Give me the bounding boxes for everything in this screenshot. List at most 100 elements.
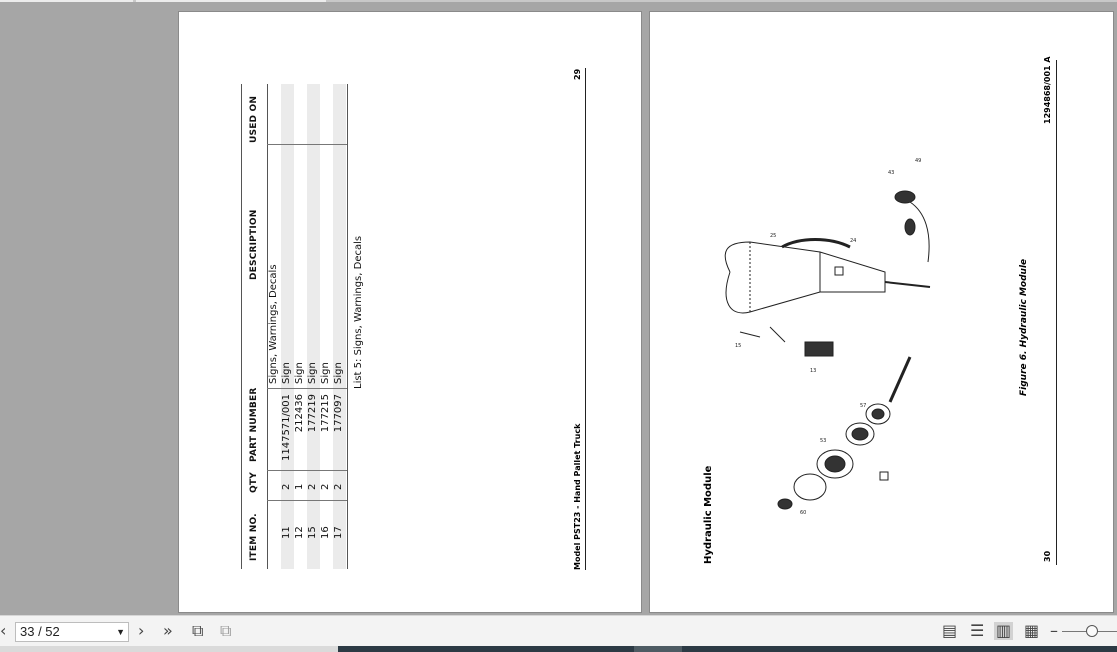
table-cell: 177219 xyxy=(307,394,318,433)
handle-tube xyxy=(724,241,821,273)
page-indicator: 33 / 52 xyxy=(20,624,60,639)
table-cell: 11 xyxy=(281,526,292,539)
table-cell: Sign xyxy=(320,362,331,384)
table-cell: 2 xyxy=(320,483,331,490)
cylinder-base xyxy=(793,473,827,501)
table-cell: 177097 xyxy=(333,394,344,433)
bearing xyxy=(851,427,869,441)
chevron-left-icon[interactable]: ‹ xyxy=(0,621,7,640)
table-bottom-rule xyxy=(347,84,348,569)
chevron-right-icon[interactable]: › xyxy=(138,621,145,640)
table-cell: Sign xyxy=(281,362,292,384)
callout: 49 xyxy=(915,158,921,164)
table-cell: 1 xyxy=(294,483,305,490)
callout: 25 xyxy=(770,233,776,239)
table-cell: Sign xyxy=(333,362,344,384)
footer-rule xyxy=(1056,60,1057,565)
table-cell xyxy=(268,484,281,490)
table-cell xyxy=(268,394,281,466)
cap xyxy=(777,498,793,510)
footer-title: Model PST23 - Hand Pallet Truck xyxy=(573,423,582,570)
piston-rod xyxy=(888,356,912,403)
figure-caption: Figure 6. Hydraulic Module xyxy=(1019,258,1029,396)
table-cell: 2 xyxy=(307,483,318,490)
push-rod xyxy=(884,281,931,288)
copy-page-disabled-icon[interactable]: ⧉ xyxy=(220,621,232,640)
viewer-toolbar: ‹ 33 / 52 ▼ › » ⧉ ⧉ ▤ ☰ ▥ ▦ – xyxy=(0,615,1117,647)
header-item-no: ITEM NO. xyxy=(249,513,259,561)
copy-page-icon[interactable]: ⧉ xyxy=(192,621,204,640)
column-divider xyxy=(267,500,347,501)
bearing xyxy=(845,422,875,446)
taskbar-segment xyxy=(634,646,682,652)
table-cell: 2 xyxy=(333,483,344,490)
table-cell: 2 xyxy=(281,483,292,490)
continuous-view-icon[interactable]: ☰ xyxy=(970,621,985,640)
table-cell xyxy=(268,526,281,539)
facing-continuous-view-icon[interactable]: ▦ xyxy=(1024,621,1040,640)
column-description: Signs, Warnings, Decals Sign Sign Sign S… xyxy=(268,264,347,384)
facing-view-icon[interactable]: ▥ xyxy=(994,621,1014,640)
pin xyxy=(739,331,761,338)
spring-pin xyxy=(769,326,786,343)
header-used-on: USED ON xyxy=(249,95,259,143)
pump-valve xyxy=(904,218,916,236)
footer-rule xyxy=(585,68,586,570)
page-number: 30 xyxy=(1043,550,1052,562)
top-tab-1 xyxy=(0,0,133,2)
table-cell: 15 xyxy=(307,526,318,539)
table-caption: List 5: Signs, Warnings, Decals xyxy=(353,235,364,389)
pump-body xyxy=(819,251,886,293)
release-chain xyxy=(909,201,930,263)
window-top-strip xyxy=(0,0,1117,2)
double-chevron-right-icon[interactable]: » xyxy=(163,621,173,640)
page-number: 29 xyxy=(573,68,582,80)
callout: 13 xyxy=(810,368,816,374)
column-divider xyxy=(267,470,347,471)
table-cell: Sign xyxy=(307,362,318,384)
decal-block xyxy=(804,341,834,357)
table-cell: 16 xyxy=(320,526,331,539)
table-cell: Signs, Warnings, Decals xyxy=(268,264,279,384)
callout: 57 xyxy=(860,403,866,409)
page-number-select[interactable]: 33 / 52 ▼ xyxy=(15,622,129,642)
column-divider xyxy=(267,144,347,145)
column-qty: 2 1 2 2 2 xyxy=(268,484,347,490)
seal-ring xyxy=(865,403,891,425)
label-box xyxy=(834,266,844,276)
top-tab-2 xyxy=(136,0,326,2)
page-30: Hydraulic Module Figure 6. Hydraulic Mod… xyxy=(650,12,1113,612)
callout: 53 xyxy=(820,438,826,444)
column-part-number: 1147571/001 212436 177219 177215 177097 xyxy=(268,394,347,466)
taskbar-segment xyxy=(338,646,1117,652)
dropdown-arrow-icon: ▼ xyxy=(116,627,125,637)
callout: 43 xyxy=(888,170,894,176)
page-29: ITEM NO. QTY PART NUMBER DESCRIPTION USE… xyxy=(179,12,641,612)
column-item-no: 11 12 15 16 17 xyxy=(268,526,347,539)
callout: 24 xyxy=(850,238,856,244)
handle-tube xyxy=(725,271,821,314)
table-cell: 177215 xyxy=(320,394,331,433)
header-qty: QTY xyxy=(249,472,259,493)
label-box xyxy=(879,471,889,481)
zoom-slider-handle[interactable] xyxy=(1086,625,1098,637)
single-page-view-icon[interactable]: ▤ xyxy=(942,621,958,640)
header-description: DESCRIPTION xyxy=(249,209,259,280)
pump-link xyxy=(781,238,851,249)
table-cell: 12 xyxy=(294,526,305,539)
taskbar-strip xyxy=(0,646,1117,652)
zoom-out-button[interactable]: – xyxy=(1050,621,1058,640)
table-cell: 1147571/001 xyxy=(281,394,292,461)
callout: 60 xyxy=(800,510,806,516)
document-viewer[interactable]: ITEM NO. QTY PART NUMBER DESCRIPTION USE… xyxy=(0,2,1117,615)
doc-number: 1294868/001 A xyxy=(1043,56,1052,124)
table-cell: Sign xyxy=(294,362,305,384)
seal-ring xyxy=(871,408,885,420)
table-cell: 17 xyxy=(333,526,344,539)
hydraulic-module-diagram: 43 49 24 25 15 13 57 53 60 xyxy=(724,158,931,516)
cylinder xyxy=(816,449,854,479)
cylinder xyxy=(824,455,846,473)
column-divider xyxy=(267,388,347,389)
parts-table: ITEM NO. QTY PART NUMBER DESCRIPTION USE… xyxy=(241,79,364,569)
table-top-rule xyxy=(241,84,242,569)
